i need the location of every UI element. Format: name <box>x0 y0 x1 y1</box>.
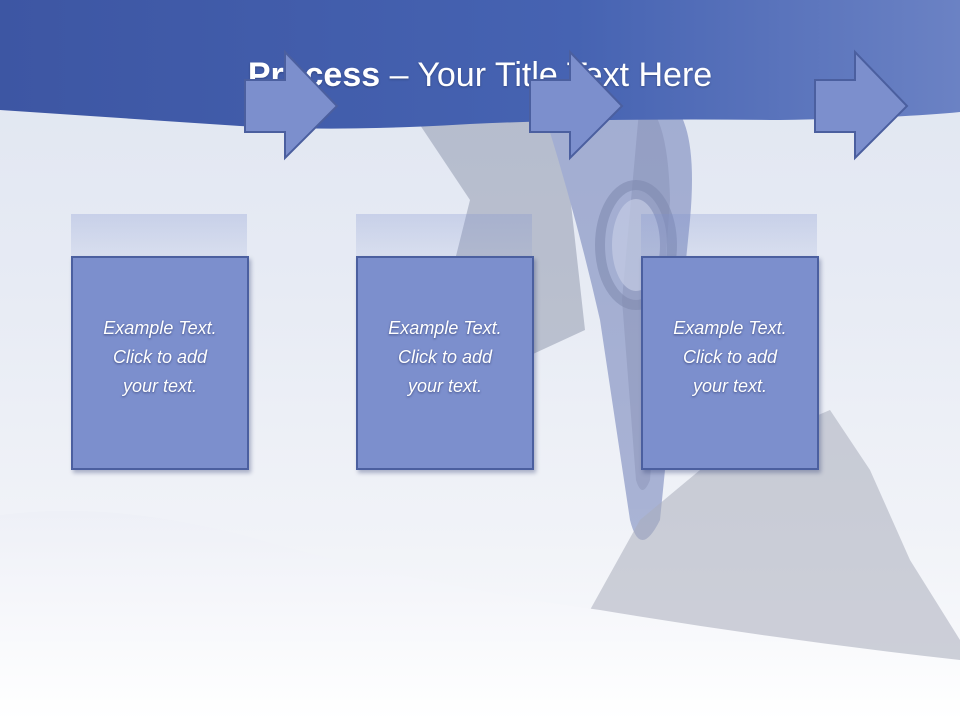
step-text-line: Click to add <box>682 347 778 367</box>
step-text-line: Click to add <box>397 347 493 367</box>
step-text-line: Example Text. <box>673 318 787 338</box>
step-text: Example Text. Click to add your text. <box>643 314 817 401</box>
arrow-right-icon <box>529 49 624 161</box>
step-text-line: Example Text. <box>103 318 217 338</box>
step-box[interactable]: Example Text. Click to add your text. <box>641 256 819 470</box>
process-step-3[interactable]: Example Text. Click to add your text. <box>641 256 819 470</box>
process-step-2[interactable]: Example Text. Click to add your text. <box>356 256 534 470</box>
step-text-line: Click to add <box>112 347 208 367</box>
step-text-line: your text. <box>692 376 768 396</box>
header-band <box>0 0 960 129</box>
process-step-1[interactable]: Example Text. Click to add your text. <box>71 256 249 470</box>
step-text: Example Text. Click to add your text. <box>73 314 247 401</box>
arrow-right-icon <box>244 49 339 161</box>
step-text: Example Text. Click to add your text. <box>358 314 532 401</box>
step-text-line: your text. <box>122 376 198 396</box>
step-text-line: your text. <box>407 376 483 396</box>
arrow-right-icon <box>814 49 909 161</box>
step-box[interactable]: Example Text. Click to add your text. <box>71 256 249 470</box>
step-text-line: Example Text. <box>388 318 502 338</box>
snow-slope <box>0 510 960 720</box>
step-box[interactable]: Example Text. Click to add your text. <box>356 256 534 470</box>
